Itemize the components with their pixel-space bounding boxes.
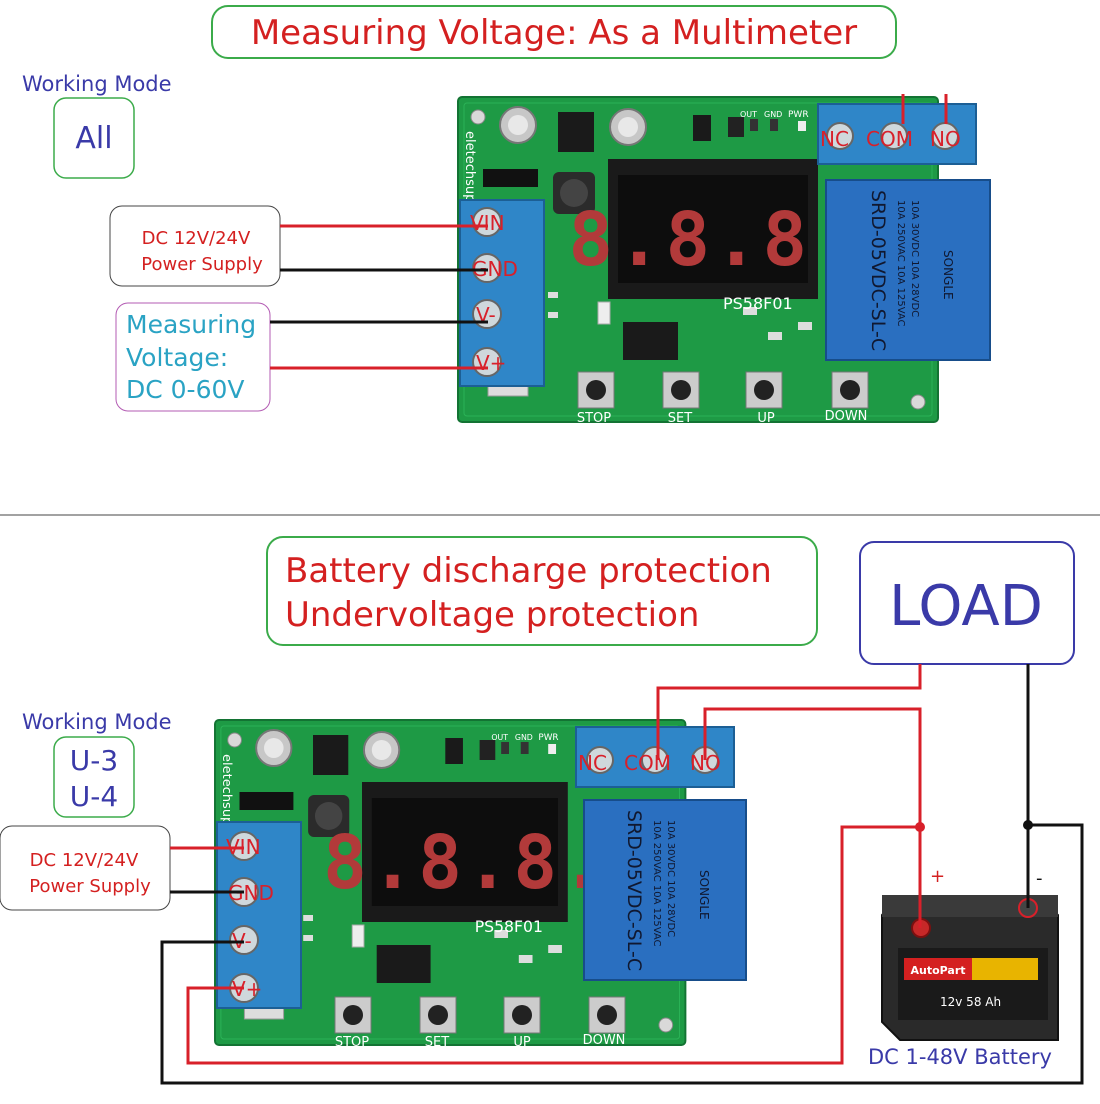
wire-battery-plus-vplus — [186, 825, 920, 1065]
top-measure-line2: Voltage: — [126, 343, 228, 372]
top-board-model: PS58F01 — [723, 294, 793, 313]
bottom-relay-spec1: 10A 250VAC 10A 125VAC — [651, 820, 662, 947]
top-btn-stop: STOP — [577, 411, 611, 426]
bottom-mode-line2: U-4 — [70, 780, 118, 813]
top-supply-line1: DC 12V/24V — [142, 228, 251, 249]
top-title: Measuring Voltage: As a Multimeter — [251, 13, 857, 53]
battery: AutoPart 12v 58 Ah — [881, 895, 1059, 1041]
bottom-pin-pwr: PWR — [538, 733, 558, 743]
top-measure-line3: DC 0-60V — [126, 375, 245, 404]
bottom-board-brand: eletechsup — [219, 754, 234, 825]
top-relay-no: NO — [930, 127, 961, 151]
top-measure-line1: Measuring — [126, 310, 256, 339]
top-relay-spec1: 10A 250VAC 10A 125VAC — [895, 200, 906, 327]
bottom-mode-line1: U-3 — [70, 744, 118, 777]
battery-label: DC 1-48V Battery — [868, 1045, 1052, 1069]
bottom-btn-down: DOWN — [583, 1033, 626, 1048]
top-pin-out: OUT — [740, 110, 757, 119]
top-pin-pwr: PWR — [788, 110, 809, 120]
top-relay-spec2: 10A 30VDC 10A 28VDC — [909, 200, 920, 317]
bottom-mode-box — [53, 736, 135, 818]
load-box — [859, 541, 1075, 665]
top-relay-brand: SONGLE — [941, 250, 955, 300]
battery-plus-sign: + — [930, 866, 945, 887]
top-term-vin: VIN — [470, 211, 505, 235]
battery-minus-sign: - — [1036, 868, 1043, 889]
bottom-btn-set: SET — [425, 1035, 449, 1050]
top-mode-value: All — [75, 121, 112, 156]
bottom-btn-stop: STOP — [335, 1035, 369, 1050]
top-mode-box — [53, 97, 135, 179]
top-title-box — [211, 5, 897, 59]
top-relay-terminal: NC COM NO — [817, 103, 977, 165]
battery-brand: AutoPart — [910, 964, 965, 977]
top-relay: SRD-05VDC-SL-C 10A 250VAC 10A 125VAC 10A… — [825, 179, 991, 361]
top-display: 8.8.8. — [568, 197, 859, 283]
bottom-panel: Battery discharge protection Undervoltag… — [0, 536, 1084, 1085]
bottom-supply-box — [0, 825, 171, 911]
bottom-supply-line1: DC 12V/24V — [30, 850, 139, 871]
bottom-mode-label: Working Mode — [22, 710, 172, 734]
top-relay-com: COM — [866, 127, 913, 151]
bottom-board-model: PS58F01 — [475, 917, 543, 936]
top-terminal-block: VIN GND V- V+ — [459, 199, 545, 387]
top-supply-box — [109, 205, 281, 287]
top-board-brand: eletechsup — [462, 131, 477, 202]
top-pin-gnd: GND — [764, 110, 782, 119]
top-mode-label: Working Mode — [22, 72, 172, 96]
bottom-display: 8.8.8. — [323, 820, 608, 906]
bottom-supply-line2: Power Supply — [29, 876, 151, 897]
top-btn-up: UP — [757, 411, 775, 426]
bottom-board: eletechsup PS58F01 8.8.8. OUT GND PWR — [214, 719, 687, 1046]
top-board: eletechsup PS58F01 8.8.8. OUT GND PWR — [457, 96, 939, 423]
top-relay-nc: NC — [820, 127, 849, 151]
wire-battery-minus-vminus — [160, 823, 1084, 1085]
bottom-title-line2: Undervoltage protection — [285, 595, 699, 635]
top-buttons: STOP SET UP DOWN — [577, 371, 869, 426]
wire-no-battery-plus — [703, 707, 922, 928]
battery-badge: 12v 58 Ah — [940, 995, 1001, 1009]
bottom-relay-spec2: 10A 30VDC 10A 28VDC — [665, 820, 676, 937]
bottom-buttons: STOP SET UP DOWN — [334, 996, 626, 1050]
bottom-relay-com: COM — [624, 751, 671, 775]
bottom-relay-nc: NC — [578, 751, 607, 775]
top-measure-box — [115, 302, 271, 412]
top-btn-set: SET — [668, 411, 692, 426]
bottom-relay-terminal: NC COM NO — [575, 726, 735, 788]
bottom-pin-gnd: GND — [515, 733, 533, 742]
bottom-relay: SRD-05VDC-SL-C 10A 250VAC 10A 125VAC 10A… — [583, 799, 747, 981]
bottom-terminal-block: VIN GND V- V+ — [216, 821, 302, 1009]
top-panel: Measuring Voltage: As a Multimeter Worki… — [22, 5, 991, 426]
bottom-pin-out: OUT — [491, 733, 508, 742]
load-label: LOAD — [889, 574, 1043, 639]
top-term-vplus: V+ — [476, 351, 506, 375]
top-btn-down: DOWN — [825, 409, 868, 424]
bottom-relay-model: SRD-05VDC-SL-C — [623, 810, 645, 971]
wire-load-com — [656, 664, 922, 760]
top-supply-line2: Power Supply — [141, 254, 263, 275]
bottom-title-line1: Battery discharge protection — [285, 551, 772, 591]
bottom-btn-up: UP — [513, 1035, 531, 1050]
bottom-title-box — [266, 536, 818, 646]
top-relay-model: SRD-05VDC-SL-C — [867, 190, 889, 351]
bottom-relay-brand: SONGLE — [697, 870, 711, 920]
